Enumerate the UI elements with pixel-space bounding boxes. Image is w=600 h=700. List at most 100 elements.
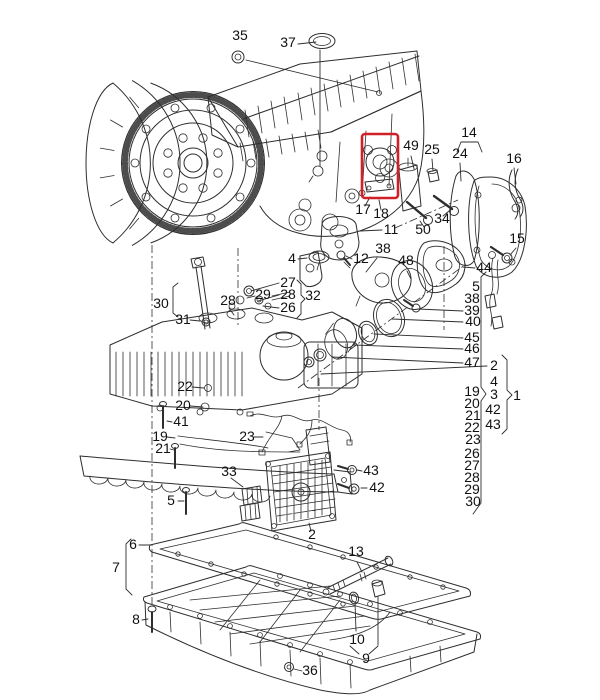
part-label-38: 38 xyxy=(375,240,391,256)
leader-line xyxy=(189,405,204,408)
part-label-11: 11 xyxy=(384,221,399,237)
part-label-30: 30 xyxy=(465,493,481,509)
part-label-39: 39 xyxy=(464,302,480,318)
leader-line xyxy=(378,199,382,211)
group-bracket xyxy=(296,279,306,319)
assembly-centerlines xyxy=(151,199,467,604)
group-bracket xyxy=(501,354,513,435)
part-label-27: 27 xyxy=(280,274,296,290)
part-label-42: 42 xyxy=(485,401,501,417)
leader-line xyxy=(166,436,176,439)
leader-line xyxy=(354,601,357,632)
leader-line xyxy=(359,229,383,232)
part-label-34: 34 xyxy=(434,210,450,226)
leader-line xyxy=(189,319,201,322)
leader-line xyxy=(297,257,308,260)
part-label-43: 43 xyxy=(363,462,379,478)
part-label-33: 33 xyxy=(221,463,237,479)
gasket-bolt-holes xyxy=(175,534,446,607)
part-label-27: 27 xyxy=(464,457,480,473)
part-label-16: 16 xyxy=(506,150,522,166)
group-brackets xyxy=(125,141,513,596)
leader-line xyxy=(513,167,517,185)
part-label-47: 47 xyxy=(464,354,480,370)
part-label-1: 1 xyxy=(513,387,521,403)
leader-line xyxy=(141,618,149,621)
part-label-3: 3 xyxy=(490,386,498,402)
part-label-46: 46 xyxy=(464,340,480,356)
part-label-25: 25 xyxy=(424,141,440,157)
part-label-44: 44 xyxy=(476,259,492,275)
atf-cooler-and-harness xyxy=(239,411,360,532)
part-label-45: 45 xyxy=(464,329,480,345)
group-bracket xyxy=(456,141,483,153)
part-label-26: 26 xyxy=(280,299,296,315)
part-label-38: 38 xyxy=(464,290,480,306)
part-label-2: 2 xyxy=(308,526,316,542)
part-label-4: 4 xyxy=(490,373,498,389)
group-bracket xyxy=(125,538,133,596)
solenoid-valve-and-bolts xyxy=(398,157,459,225)
leader-line xyxy=(166,420,173,423)
part-label-4: 4 xyxy=(288,250,296,266)
leader-line xyxy=(419,220,425,228)
part-label-20: 20 xyxy=(464,395,480,411)
leader-line xyxy=(368,645,379,655)
leader-line xyxy=(365,257,378,273)
leader-line xyxy=(356,469,363,472)
part-label-29: 29 xyxy=(464,481,480,497)
part-label-48: 48 xyxy=(398,252,414,268)
leader-line xyxy=(320,365,488,375)
part-label-19: 19 xyxy=(152,428,168,444)
part-label-13: 13 xyxy=(348,543,364,559)
part-label-5: 5 xyxy=(167,492,175,508)
leader-line xyxy=(353,344,464,350)
part-label-15: 15 xyxy=(509,230,525,246)
part-label-30: 30 xyxy=(153,295,169,311)
guide-tray xyxy=(79,455,353,503)
oil-pan-gasket xyxy=(148,522,471,620)
part-label-5: 5 xyxy=(472,278,480,294)
leader-line xyxy=(406,270,412,280)
leader-line xyxy=(356,561,363,573)
part-label-24: 24 xyxy=(452,145,468,161)
group-bracket xyxy=(472,271,487,515)
leader-line xyxy=(245,59,379,93)
leader-line xyxy=(462,266,476,269)
part-label-28: 28 xyxy=(464,469,480,485)
leader-line xyxy=(257,294,280,302)
oil-pump-assembly xyxy=(303,240,466,368)
part-label-18: 18 xyxy=(373,205,389,221)
leader-line xyxy=(345,255,353,260)
filler-cap-and-nut xyxy=(231,33,336,64)
leader-line xyxy=(250,282,280,292)
part-label-43: 43 xyxy=(485,416,501,432)
leader-line xyxy=(246,295,256,299)
part-label-21: 21 xyxy=(155,440,171,456)
leader-line xyxy=(442,210,450,217)
group-bracket xyxy=(172,282,179,318)
oil-pan xyxy=(142,565,482,695)
leader-line xyxy=(431,158,434,172)
leader-line xyxy=(349,645,360,655)
leader-line xyxy=(293,668,303,672)
part-label-12: 12 xyxy=(353,250,369,266)
flywheel-bolt-holes xyxy=(130,103,256,223)
leader-line xyxy=(308,522,312,532)
part-label-10: 10 xyxy=(349,631,365,647)
leader-line xyxy=(410,155,415,170)
leader-line xyxy=(373,333,464,339)
part-label-23: 23 xyxy=(465,431,481,447)
part-label-8: 8 xyxy=(132,611,140,627)
leader-line xyxy=(331,356,464,364)
oil-tube-and-plugs xyxy=(322,555,394,605)
centerline xyxy=(297,263,467,389)
dipstick-and-seals xyxy=(190,250,351,330)
part-label-21: 21 xyxy=(465,407,481,423)
leader-line xyxy=(169,448,175,451)
centerline xyxy=(394,199,459,229)
pan-flange-holes xyxy=(167,573,433,665)
part-label-22: 22 xyxy=(177,378,193,394)
